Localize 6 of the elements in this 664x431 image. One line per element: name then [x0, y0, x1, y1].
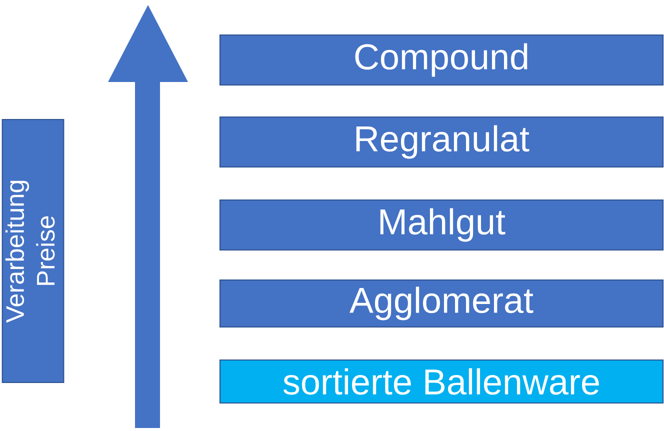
- level-box: Mahlgut: [219, 199, 664, 251]
- label-box: Verarbeitung Preise: [2, 118, 64, 384]
- level-box: Compound: [219, 34, 664, 86]
- level-box: Regranulat: [219, 116, 664, 168]
- level-box: Agglomerat: [219, 279, 664, 328]
- level-box: sortierte Ballenware: [219, 359, 664, 404]
